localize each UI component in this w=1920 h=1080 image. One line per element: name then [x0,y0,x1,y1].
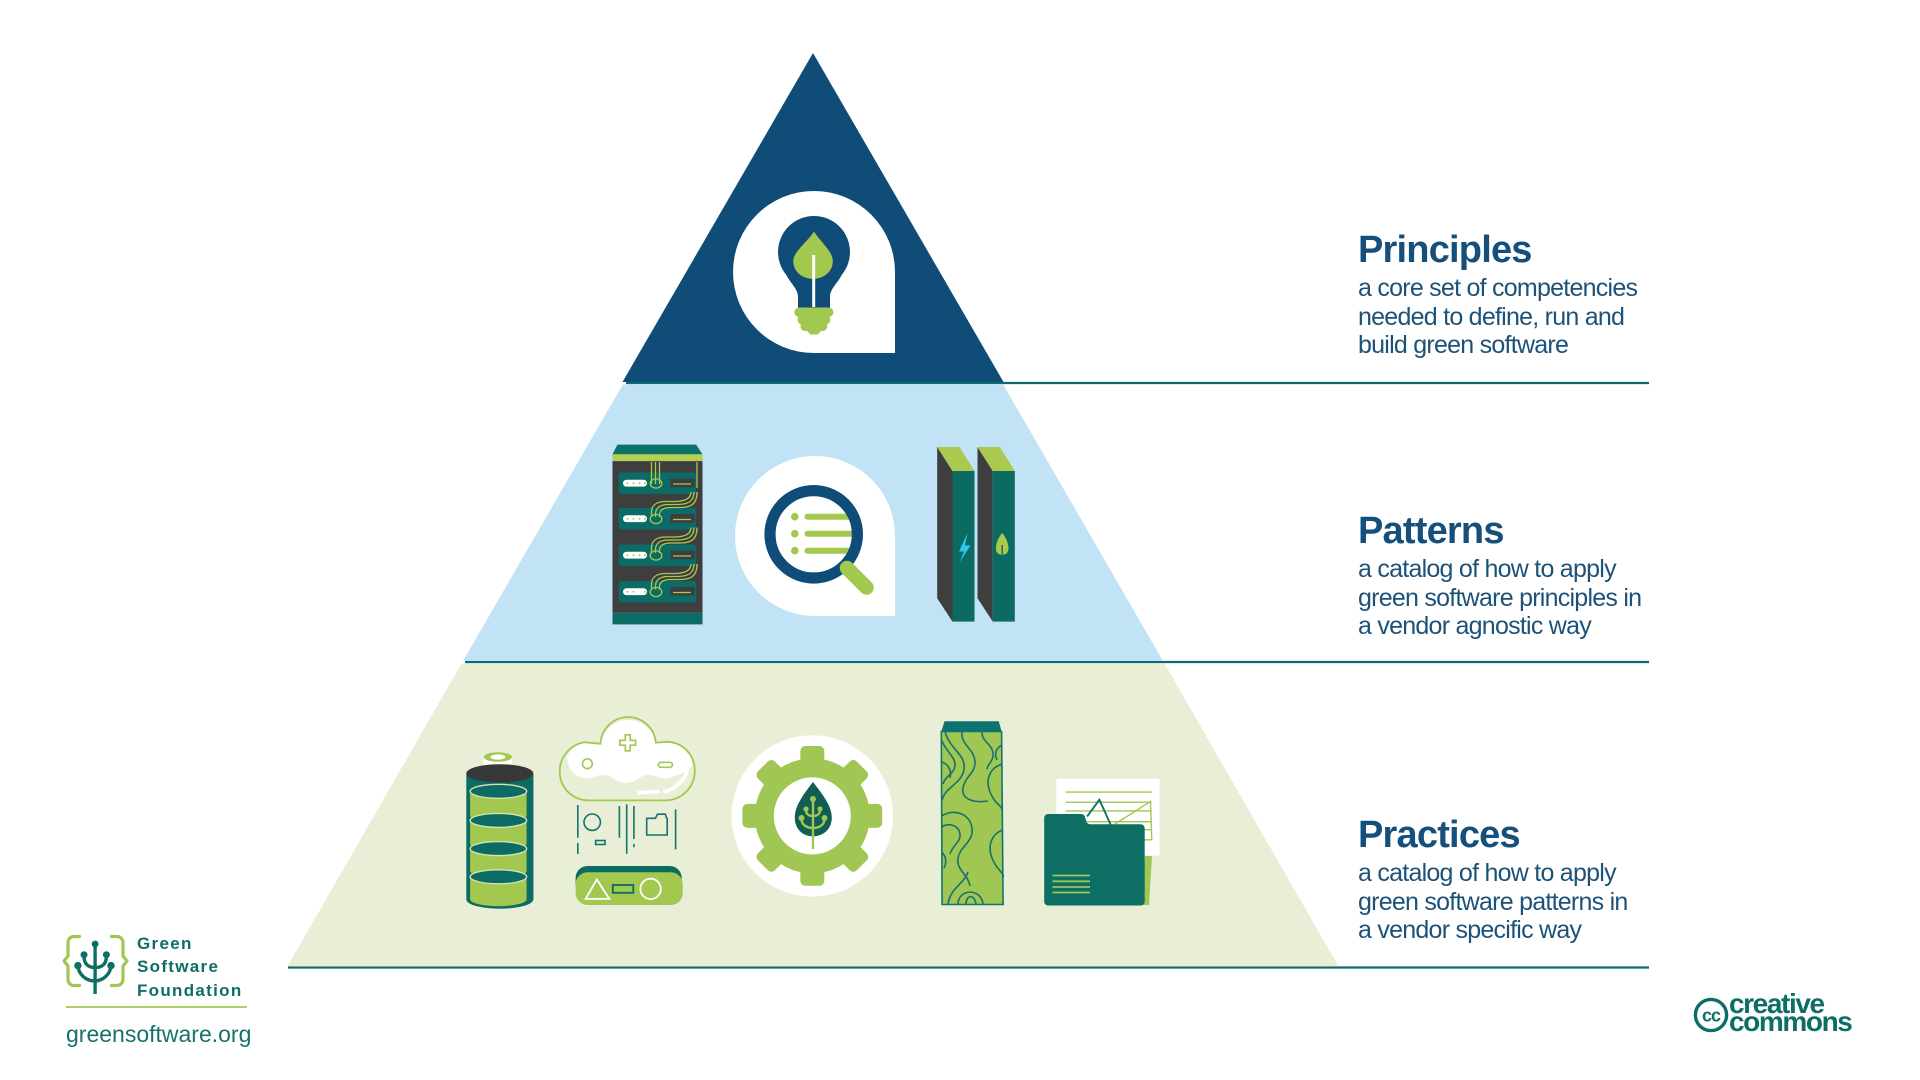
svg-text:cc: cc [1702,1006,1721,1026]
